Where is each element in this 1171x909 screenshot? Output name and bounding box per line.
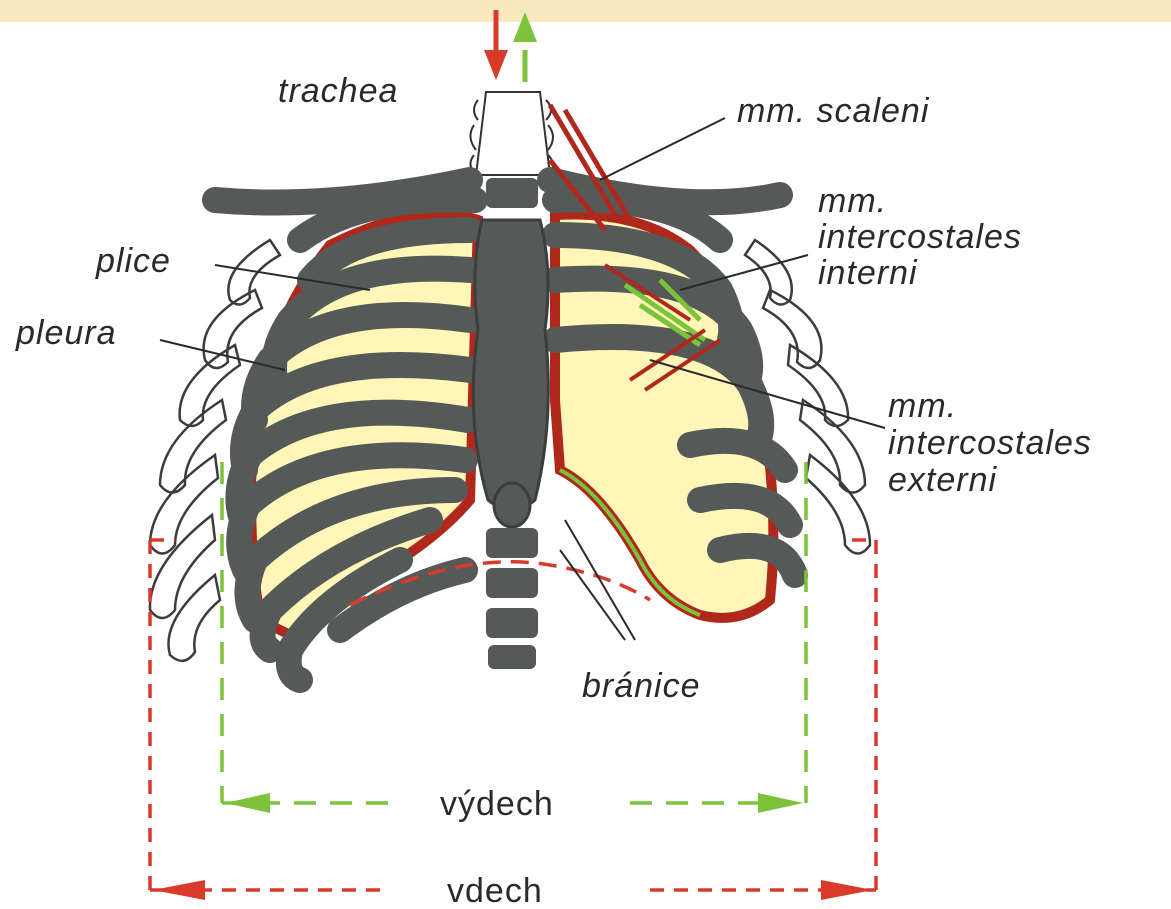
label-trachea: trachea [278,72,398,110]
label-pleura: pleura [15,314,117,352]
sternum [473,220,548,527]
label-externi-2: intercostales [888,424,1092,462]
label-externi-3: externi [888,461,997,499]
label-vydech: výdech [440,785,554,823]
label-interni-3: interni [818,254,918,292]
airflow-arrows [484,10,537,82]
label-branice: bránice [582,667,701,705]
label-interni-2: intercostales [818,218,1022,256]
label-externi-1: mm. [888,387,957,425]
trachea-shape [470,92,553,175]
label-vdech: vdech [447,872,543,909]
label-interni-1: mm. [818,182,887,220]
label-plice: plice [95,242,171,280]
label-scaleni: mm. scaleni [737,92,930,130]
